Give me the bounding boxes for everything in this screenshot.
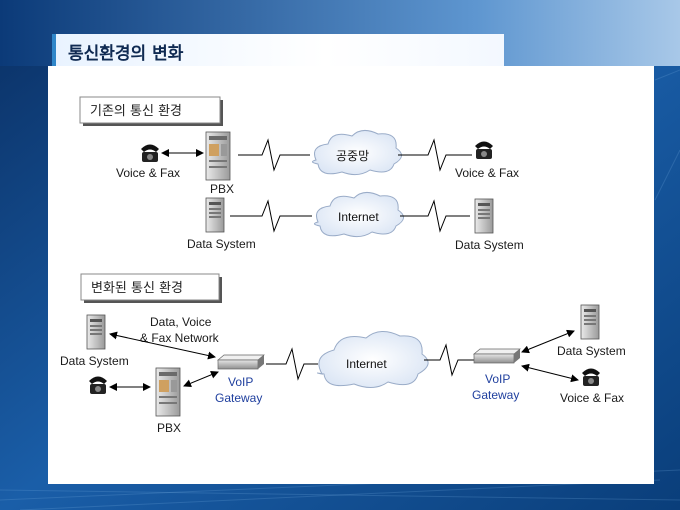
network-diagram: 기존의 통신 환경 Voice & Fax PBX 공중망 Voice & Fa… — [60, 96, 626, 435]
right-server-label: Data System — [455, 238, 524, 252]
server-icon — [205, 197, 225, 233]
connector — [238, 138, 310, 172]
gateway-icon — [473, 348, 521, 364]
phone-icon — [582, 368, 600, 386]
network-label-line1: Data, Voice — [150, 315, 212, 329]
right-gateway-line1: VoIP — [485, 372, 510, 386]
left-gateway-line1: VoIP — [228, 375, 253, 389]
left-phone-label: Voice & Fax — [116, 166, 180, 180]
left-server-label: Data System — [60, 354, 129, 368]
connector — [230, 199, 312, 233]
phone-icon — [475, 141, 493, 159]
heading-box-changed: 변화된 통신 환경 — [80, 273, 222, 303]
title-bar: 통신환경의 변화 — [52, 34, 504, 66]
server-icon — [580, 304, 600, 340]
page-title: 통신환경의 변화 — [68, 44, 184, 64]
connector — [521, 363, 579, 383]
connector — [521, 329, 575, 354]
heading-changed: 변화된 통신 환경 — [91, 281, 183, 296]
phone-icon — [89, 376, 107, 394]
connector — [398, 138, 472, 172]
heading-legacy: 기존의 통신 환경 — [90, 104, 182, 119]
pbx-label: PBX — [210, 182, 234, 196]
left-gateway-line2: Gateway — [215, 391, 262, 405]
connector — [109, 331, 216, 360]
server-icon — [474, 198, 494, 234]
gateway-icon — [217, 354, 265, 370]
connector — [266, 347, 318, 381]
right-server-label: Data System — [557, 344, 626, 358]
cloud-label: Internet — [346, 357, 387, 371]
cloud-internet: Internet — [317, 331, 429, 388]
pbx-label: PBX — [157, 421, 181, 435]
cloud-public-network: 공중망 — [312, 130, 402, 176]
right-gateway-line2: Gateway — [472, 388, 519, 402]
left-server-label: Data System — [187, 237, 256, 251]
connector — [183, 370, 219, 388]
connector — [424, 343, 474, 377]
cloud-label: 공중망 — [336, 149, 369, 163]
pbx-icon — [155, 367, 181, 417]
phone-icon — [141, 144, 159, 162]
connector — [400, 199, 470, 233]
server-icon — [86, 314, 106, 350]
cloud-label: Internet — [338, 210, 379, 224]
right-phone-label: Voice & Fax — [455, 166, 519, 180]
right-phone-label: Voice & Fax — [560, 391, 624, 405]
pbx-icon — [205, 131, 231, 181]
heading-box-legacy: 기존의 통신 환경 — [79, 96, 223, 126]
cloud-internet: Internet — [314, 192, 404, 238]
